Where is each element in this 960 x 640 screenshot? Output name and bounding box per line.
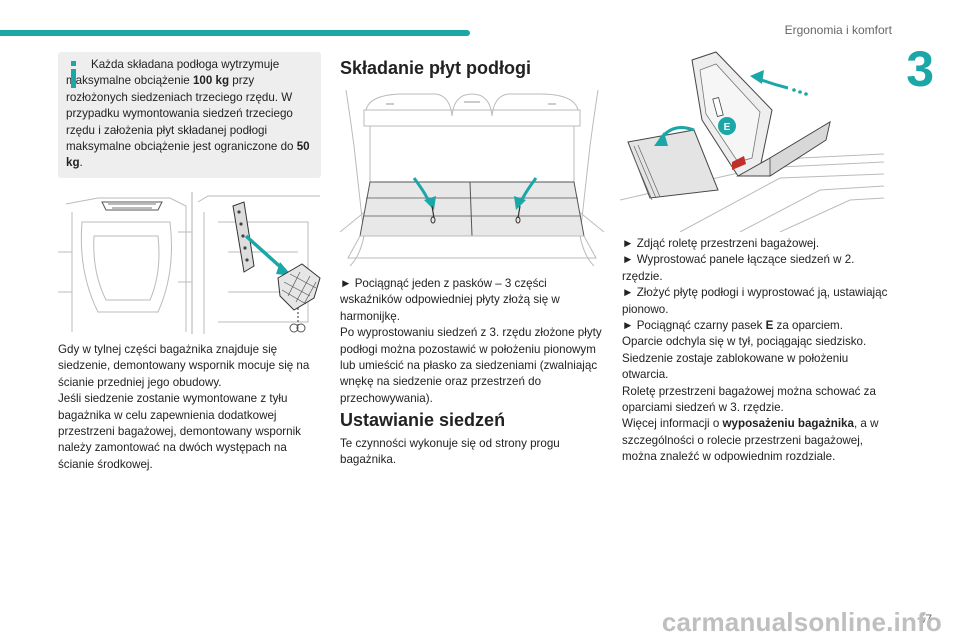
- right-text-1: Oparcie odchyla się w tył, pociągając si…: [622, 335, 867, 382]
- section-title: Ergonomia i komfort: [784, 23, 892, 37]
- figure-label-e: E: [724, 122, 731, 133]
- heading-seat-setting: Ustawianie siedzeń: [340, 410, 506, 430]
- middle-column-text-1: ► Pociągnąć jeden z pasków – 3 części ws…: [340, 276, 606, 407]
- watermark: carmanualsonline.info: [661, 607, 942, 637]
- right-step-4: ► Pociągnąć czarny pasek E za oparciem.: [622, 319, 843, 333]
- info-text: Każda składana podłoga wytrzymuje maksym…: [66, 58, 310, 170]
- header-accent-bar: [0, 30, 470, 36]
- floor-panels-illustration: [340, 89, 604, 267]
- right-step-3: ► Złożyć płytę podłogi i wyprostować ją,…: [622, 286, 888, 316]
- middle-column-text-2: Te czynności wykonuje się od strony prog…: [340, 436, 606, 469]
- right-step-2: ► Wyprostować panele łączące siedzeń w 2…: [622, 253, 855, 283]
- right-column-text: ► Zdjąć roletę przestrzeni bagażowej. ► …: [622, 236, 888, 466]
- trunk-bracket-illustration: [58, 192, 321, 334]
- chapter-number: 3: [906, 41, 934, 97]
- heading-floor-folding: Składanie płyt podłogi: [340, 58, 532, 78]
- middle-paragraph-2: Te czynności wykonuje się od strony prog…: [340, 437, 560, 467]
- right-text-3: Więcej informacji o wyposażeniu bagażnik…: [622, 417, 879, 464]
- left-column-text: Gdy w tylnej części bagażnika znajduje s…: [58, 342, 324, 473]
- middle-paragraph-1: Po wyprostowaniu siedzeń z 3. rzędu złoż…: [340, 326, 602, 405]
- left-paragraph-1: Gdy w tylnej części bagażnika znajduje s…: [58, 343, 310, 389]
- left-paragraph-2: Jeśli siedzenie zostanie wymontowane z t…: [58, 392, 301, 471]
- info-box: Każda składana podłoga wytrzymuje maksym…: [58, 52, 321, 178]
- right-step-1: ► Zdjąć roletę przestrzeni bagażowej.: [622, 237, 820, 250]
- seat-folding-illustration: E: [620, 51, 884, 232]
- middle-step-1: ► Pociągnąć jeden z pasków – 3 części ws…: [340, 277, 560, 323]
- page-number: 57: [918, 612, 932, 626]
- info-icon: [71, 61, 76, 89]
- right-text-2: Roletę przestrzeni bagażowej można schow…: [622, 384, 876, 415]
